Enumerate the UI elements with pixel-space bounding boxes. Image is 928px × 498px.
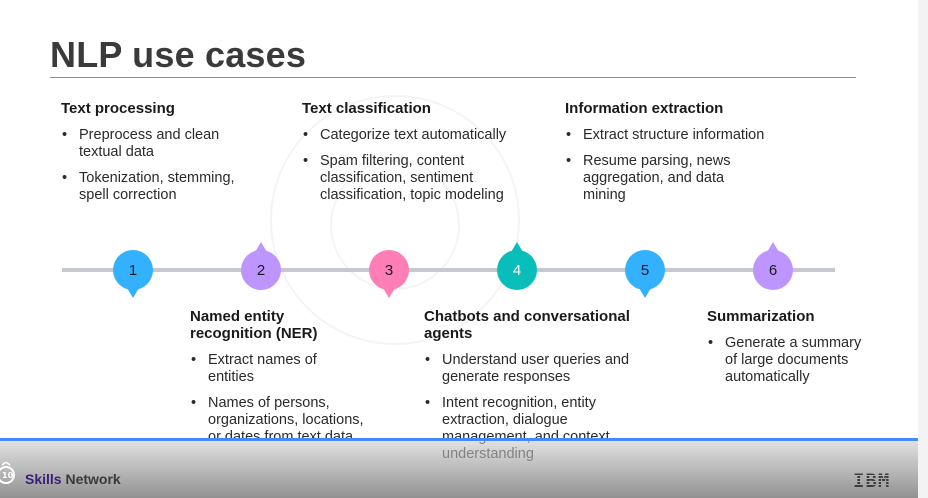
use-case-bullet: Extract structure information (565, 127, 765, 144)
marker-number: 1 (128, 261, 138, 279)
use-case-heading: Summarization (707, 308, 815, 325)
use-case-bullet: Tokenization, stemming, spell correction (61, 170, 236, 204)
marker-number: 4 (512, 261, 522, 279)
timeline-marker-3: 3 (369, 250, 409, 298)
skills-network-brand: Skills Network (25, 471, 121, 487)
window-edge-strip (918, 0, 928, 498)
slide-title: NLP use cases (50, 34, 307, 75)
use-case-bullet: Preprocess and clean textual data (61, 127, 236, 161)
footer-accent-line (0, 438, 918, 441)
marker-number: 5 (640, 261, 650, 279)
marker-number: 6 (768, 261, 778, 279)
use-case-heading: Named entity recognition (NER) (190, 308, 318, 342)
timeline-marker-2: 2 (241, 242, 281, 290)
brand-second-word: Network (65, 471, 121, 487)
skills-network-logo-icon: 10 (0, 462, 15, 484)
use-case-ner: Named entity recognition (NER) Extract n… (190, 308, 365, 455)
use-case-bullet: Resume parsing, news aggregation, and da… (565, 153, 765, 204)
marker-number: 3 (384, 261, 394, 279)
marker-number: 2 (256, 261, 266, 279)
timeline-marker-1: 1 (113, 250, 153, 298)
use-case-heading: Text processing (61, 100, 175, 117)
use-case-bullet: Generate a summary of large documents au… (707, 335, 867, 386)
footer-bar (0, 441, 918, 498)
use-case-information-extraction: Information extraction Extract structure… (565, 100, 765, 213)
use-case-bullet: Names of persons, organizations, locatio… (190, 395, 365, 446)
use-case-summarization: Summarization Generate a summary of larg… (707, 308, 867, 395)
timeline-marker-5: 5 (625, 250, 665, 298)
use-case-heading: Chatbots and conversational agents (424, 308, 630, 342)
use-case-heading: Information extraction (565, 100, 724, 117)
use-case-text-classification: Text classification Categorize text auto… (302, 100, 512, 213)
svg-text:10: 10 (2, 471, 14, 480)
use-case-bullet: Understand user queries and generate res… (424, 352, 654, 386)
use-case-heading: Text classification (302, 100, 431, 117)
use-case-bullet: Extract names of entities (190, 352, 365, 386)
brand-first-word: Skills (25, 471, 62, 487)
timeline-marker-6: 6 (753, 242, 793, 290)
watermark-circle (270, 95, 520, 345)
use-case-bullet: Spam filtering, content classification, … (302, 153, 512, 204)
use-case-text-processing: Text processing Preprocess and clean tex… (61, 100, 236, 213)
timeline-marker-4: 4 (497, 242, 537, 290)
timeline-line (62, 268, 835, 272)
use-case-bullet: Categorize text automatically (302, 127, 512, 144)
ibm-logo: IBM (853, 470, 891, 492)
title-divider (50, 77, 856, 78)
